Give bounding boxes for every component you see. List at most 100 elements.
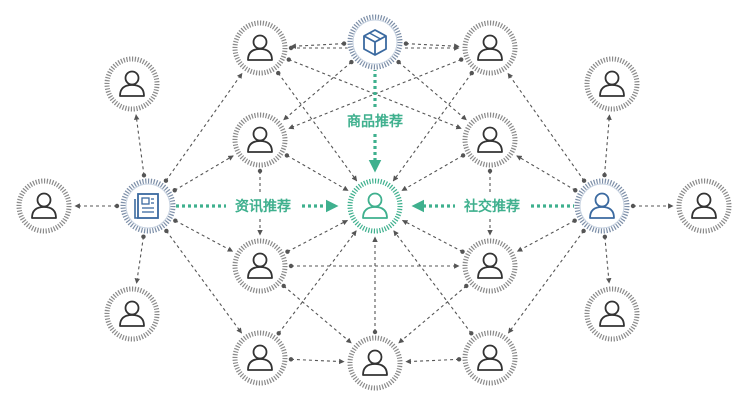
edge-news-hub-user-far-left-bottom	[134, 236, 145, 284]
edge-start-dot	[372, 329, 378, 335]
edge-start-dot	[284, 153, 290, 158]
edge-start-dot	[286, 57, 291, 62]
edge-start-dot	[396, 59, 401, 65]
edge-news-hub-user-far-left-top	[133, 114, 145, 176]
edge-start-dot	[464, 283, 469, 289]
user-icon	[477, 344, 503, 371]
edge-news-hub-user-inner-left-bottom	[175, 220, 234, 252]
edge-start-dot	[602, 172, 607, 178]
edge-start-dot	[281, 283, 286, 289]
edge-start-dot	[403, 41, 409, 46]
edge-start-dot	[173, 218, 178, 223]
node-ring	[462, 112, 518, 168]
edge-user-inner-left-bottom-center-user	[287, 219, 349, 253]
user-icon	[119, 70, 145, 97]
edge-user-inner-left-top-center-user	[286, 154, 349, 192]
user-icon	[589, 192, 615, 219]
node-user-bottom-left	[232, 330, 288, 386]
node-ring	[347, 335, 403, 391]
edge-start-dot	[163, 178, 169, 183]
edge-user-inner-right-bottom-center-user	[401, 219, 463, 253]
user-icon	[247, 344, 273, 371]
edge-start-dot	[573, 188, 578, 193]
node-ring	[574, 178, 630, 234]
edge-social-hub-user-inner-right-top	[516, 155, 576, 191]
node-user-inner-left-top	[232, 112, 288, 168]
edge-start-dot	[285, 249, 290, 254]
user-icon	[599, 70, 625, 97]
user-icon	[477, 252, 503, 279]
edge-product-hub-user-inner-right-top	[398, 61, 467, 121]
edge-user-bottom-left-center-user	[278, 230, 357, 334]
edge-start-dot	[288, 263, 294, 269]
edge-user-inner-left-bottom-user-bottom-center	[283, 285, 352, 344]
newspaper-icon	[134, 193, 159, 219]
edge-start-dot	[487, 168, 493, 174]
news-recommendation-label: 资讯推荐	[235, 198, 291, 215]
node-ring	[16, 178, 72, 234]
node-ring	[462, 238, 518, 294]
node-ring	[347, 14, 403, 70]
node-user-far-left-mid	[16, 178, 72, 234]
edge-start-dot	[276, 331, 281, 336]
edge-social-hub-user-far-right-bottom	[604, 236, 612, 284]
node-ring	[462, 20, 518, 76]
node-social-hub	[574, 178, 630, 234]
nodes-layer	[16, 14, 732, 391]
node-user-far-left-top	[104, 56, 160, 112]
edge-product-hub-user-inner-left-top	[283, 61, 352, 121]
node-news-hub	[120, 178, 176, 234]
edge-start-dot	[341, 41, 347, 46]
edge-user-bottom-right-center-user	[393, 230, 472, 334]
node-ring	[104, 286, 160, 342]
product-recommendation-label: 商品推荐	[347, 113, 403, 130]
user-icon	[691, 192, 717, 219]
edge-start-dot	[288, 357, 294, 362]
edge-start-dot	[349, 59, 354, 65]
edge-news-hub-user-top-left	[165, 72, 243, 182]
user-icon	[362, 349, 388, 376]
node-ring	[232, 238, 288, 294]
node-user-far-right-top	[584, 56, 640, 112]
edge-start-dot	[572, 218, 577, 223]
user-icon	[247, 252, 273, 279]
node-user-inner-right-top	[462, 112, 518, 168]
edge-start-dot	[469, 331, 474, 336]
edge-social-hub-user-bottom-right	[507, 230, 585, 334]
edge-social-hub-user-top-right	[507, 72, 585, 182]
edge-start-dot	[114, 203, 120, 209]
node-user-top-right	[462, 20, 518, 76]
recommendation-arrows: 商品推荐 资讯推荐 社交推荐	[176, 68, 576, 217]
node-product-hub	[347, 14, 403, 70]
edge-start-dot	[602, 234, 608, 240]
edge-start-dot	[469, 70, 474, 76]
user-icon	[477, 126, 503, 153]
node-ring	[584, 286, 640, 342]
node-ring	[232, 112, 288, 168]
node-user-far-right-mid	[676, 178, 732, 234]
user-icon	[477, 34, 503, 61]
edge-user-bottom-right-user-bottom-center	[405, 358, 460, 365]
box-icon	[363, 29, 387, 56]
node-ring	[232, 330, 288, 386]
node-user-inner-left-bottom	[232, 238, 288, 294]
edge-start-dot	[456, 357, 462, 362]
node-user-bottom-center	[347, 335, 403, 391]
edge-start-dot	[459, 57, 464, 62]
node-ring	[584, 56, 640, 112]
node-ring	[232, 20, 288, 76]
node-user-inner-right-bottom	[462, 238, 518, 294]
edge-user-bottom-left-user-bottom-center	[290, 358, 345, 365]
node-user-far-left-bottom	[104, 286, 160, 342]
node-ring	[676, 178, 732, 234]
edge-start-dot	[581, 228, 586, 234]
edge-product-hub-user-top-left	[290, 43, 345, 49]
edge-start-dot	[581, 178, 587, 183]
node-ring	[462, 330, 518, 386]
edge-news-hub-user-bottom-left	[165, 230, 243, 334]
edge-start-dot	[141, 173, 147, 178]
edge-user-top-right-center-user	[392, 72, 473, 182]
edge-start-dot	[257, 168, 263, 174]
edge-start-dot	[276, 70, 281, 76]
node-center-user	[347, 178, 403, 234]
